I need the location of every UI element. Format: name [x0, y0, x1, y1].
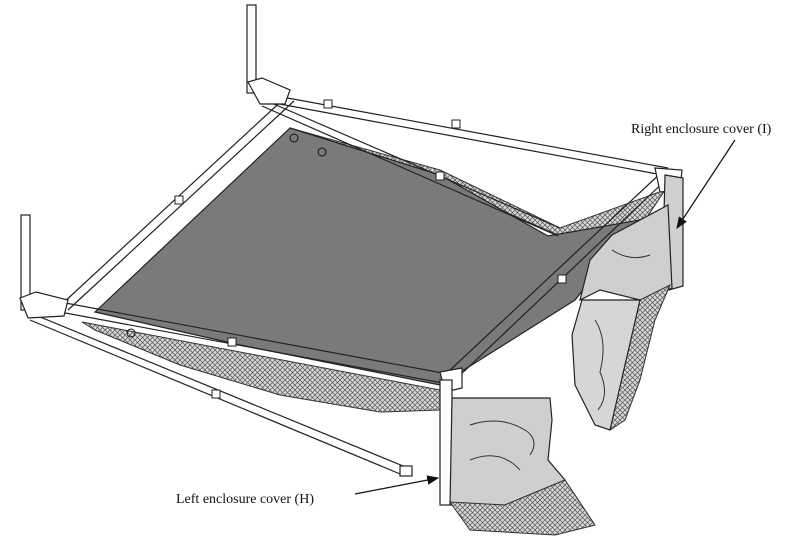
rail-end-cap: [399, 465, 413, 477]
grommet: [317, 147, 327, 157]
grommet: [289, 133, 299, 143]
left-cover-arrow: [354, 475, 440, 495]
floor-sheet: [93, 127, 642, 386]
right-cover-label: Right enclosure cover (I): [631, 122, 772, 137]
back-post: [246, 4, 257, 94]
bar-clips: [174, 99, 567, 399]
right-enclosure-cover: [571, 174, 684, 431]
grommet: [126, 328, 136, 338]
right-cover-arrow: [676, 139, 736, 230]
left-cover-label: Left enclosure cover (H): [176, 492, 314, 507]
left-enclosure-cover: [439, 379, 596, 536]
